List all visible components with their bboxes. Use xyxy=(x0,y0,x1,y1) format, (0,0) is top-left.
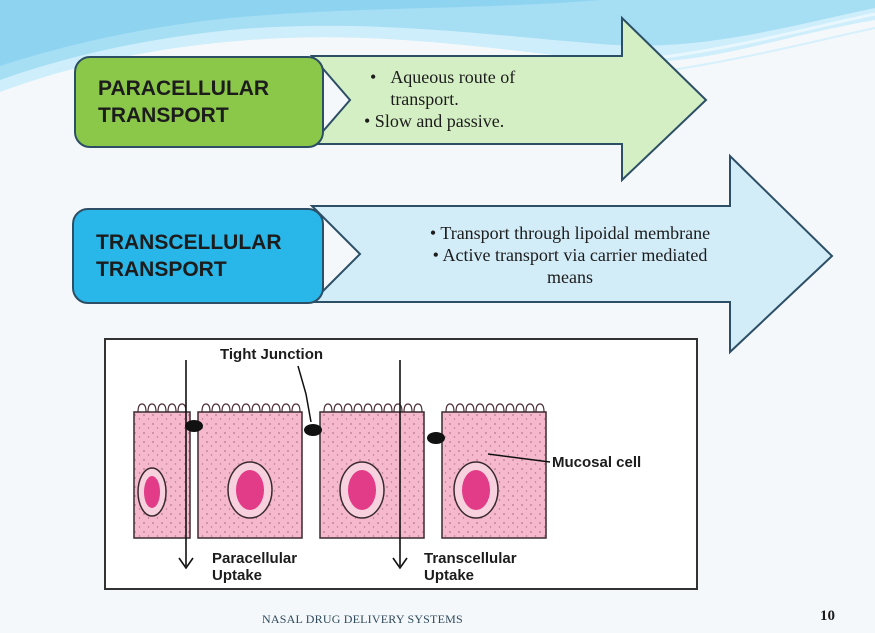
paracellular-title-line2: TRANSPORT xyxy=(98,102,269,129)
transcellular-uptake-line1: Transcellular xyxy=(424,550,517,567)
page-number: 10 xyxy=(820,608,835,625)
transcellular-title-line1: TRANSCELLULAR xyxy=(96,229,281,256)
paracellular-bullet-2: • Slow and passive. xyxy=(364,110,624,132)
footer-title: NASAL DRUG DELIVERY SYSTEMS xyxy=(262,612,463,627)
transcellular-title-line2: TRANSPORT xyxy=(96,256,281,283)
mucosal-cell-label: Mucosal cell xyxy=(552,454,641,471)
paracellular-bullet1-line2: transport. xyxy=(390,89,458,109)
transcellular-bullet-2-line1: • Active transport via carrier mediated xyxy=(370,244,770,266)
paracellular-bullet1-line1: Aqueous route of xyxy=(390,67,515,87)
transcellular-transport-label: TRANSCELLULAR TRANSPORT xyxy=(72,208,324,304)
transcellular-bullet-1: • Transport through lipoidal membrane xyxy=(370,222,770,244)
transcellular-uptake-line2: Uptake xyxy=(424,567,517,584)
transcellular-bullet-2-line2: means xyxy=(370,266,770,288)
bullet-dot: • xyxy=(370,67,376,87)
mucosal-cells-diagram: Tight Junction Mucosal cell Paracellular… xyxy=(104,338,698,590)
transcellular-bullets: • Transport through lipoidal membrane • … xyxy=(370,222,770,288)
transcellular-uptake-label: Transcellular Uptake xyxy=(424,550,517,584)
paracellular-transport-label: PARACELLULAR TRANSPORT xyxy=(74,56,324,148)
tight-junction-label: Tight Junction xyxy=(220,346,323,363)
paracellular-uptake-label: Paracellular Uptake xyxy=(212,550,297,584)
paracellular-uptake-line2: Uptake xyxy=(212,567,297,584)
paracellular-uptake-line1: Paracellular xyxy=(212,550,297,567)
paracellular-title-line1: PARACELLULAR xyxy=(98,75,269,102)
